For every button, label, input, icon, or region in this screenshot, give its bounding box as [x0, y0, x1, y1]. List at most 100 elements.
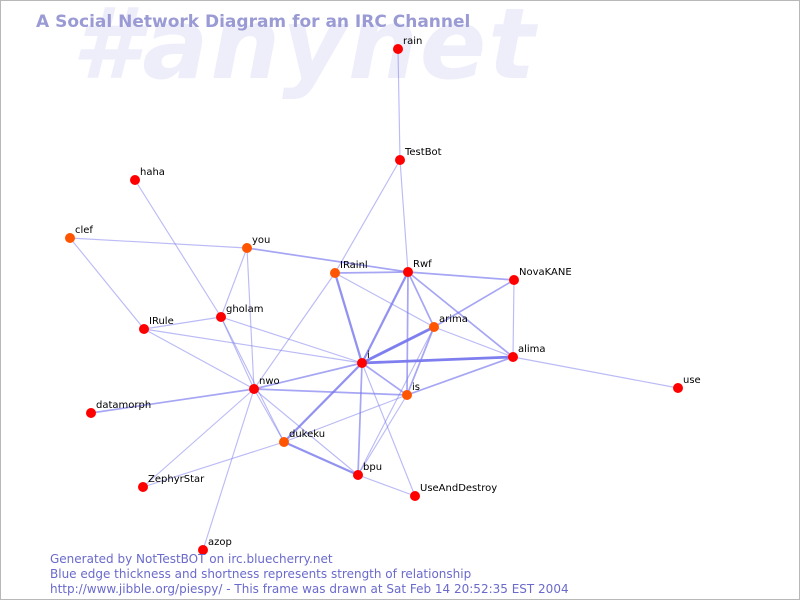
- edge-nwo-zephyrstar: [142, 388, 255, 488]
- edge-nwo-is: [253, 388, 408, 396]
- edge-irule-i: [143, 328, 363, 364]
- edge-clef-you: [69, 237, 248, 249]
- node-label: datamorph: [96, 400, 151, 411]
- node-label: azop: [208, 537, 232, 548]
- node-dot[interactable]: [395, 155, 405, 165]
- node-dot[interactable]: [65, 233, 75, 243]
- node-dot[interactable]: [216, 312, 226, 322]
- edge-irainl-rwf: [334, 271, 409, 274]
- node-label: arima: [439, 314, 468, 325]
- node-dot[interactable]: [353, 470, 363, 480]
- edge-nwo-datamorph: [90, 388, 255, 414]
- edge-nwo-dukeku: [253, 388, 285, 443]
- edge-alima-is: [406, 356, 514, 396]
- node-dot[interactable]: [242, 243, 252, 253]
- node-dot[interactable]: [86, 408, 96, 418]
- edge-gholam-i: [220, 316, 363, 364]
- footer-url-timestamp[interactable]: http://www.jibble.org/piespy/ - This fra…: [50, 582, 569, 596]
- node-datamorph[interactable]: datamorph: [86, 400, 151, 418]
- edge-alima-use: [512, 356, 679, 389]
- node-irainl[interactable]: IRainl: [330, 260, 368, 278]
- diagram-title: A Social Network Diagram for an IRC Chan…: [36, 12, 471, 32]
- node-use[interactable]: use: [673, 375, 701, 393]
- node-label: Rwf: [413, 259, 432, 270]
- edge-irainl-i: [333, 272, 364, 364]
- footer-legend-note: Blue edge thickness and shortness repres…: [50, 567, 472, 581]
- node-dot[interactable]: [508, 352, 518, 362]
- node-dot[interactable]: [130, 175, 140, 185]
- node-dot[interactable]: [279, 437, 289, 447]
- node-is[interactable]: is: [402, 382, 420, 400]
- node-dot[interactable]: [393, 44, 403, 54]
- node-dot[interactable]: [330, 268, 340, 278]
- node-rain[interactable]: rain: [393, 36, 422, 54]
- node-label: haha: [140, 167, 165, 178]
- node-irule[interactable]: IRule: [139, 316, 174, 334]
- node-label: IRule: [149, 316, 174, 327]
- edge-clef-irule: [69, 237, 145, 330]
- node-label: ZephyrStar: [148, 474, 205, 485]
- node-label: TestBot: [404, 147, 442, 158]
- edges-layer: [69, 48, 679, 551]
- edge-rwf-novakane: [407, 271, 515, 281]
- node-dot[interactable]: [357, 358, 367, 368]
- node-testbot[interactable]: TestBot: [395, 147, 442, 165]
- node-rwf[interactable]: Rwf: [403, 259, 432, 277]
- node-novakane[interactable]: NovaKANE: [509, 267, 572, 285]
- node-nwo[interactable]: nwo: [249, 376, 280, 394]
- edge-irule-gholam: [143, 316, 222, 330]
- edge-novakane-alima: [512, 279, 515, 358]
- node-dot[interactable]: [509, 275, 519, 285]
- edge-i-nwo: [253, 362, 363, 390]
- node-dot[interactable]: [410, 491, 420, 501]
- edge-i-useanddestroy: [361, 362, 416, 497]
- node-dot[interactable]: [673, 383, 683, 393]
- node-haha[interactable]: haha: [130, 167, 165, 185]
- node-zephyrstar[interactable]: ZephyrStar: [138, 474, 205, 492]
- node-dot[interactable]: [198, 545, 208, 555]
- node-you[interactable]: you: [242, 235, 270, 253]
- edge-is-bpu: [357, 394, 408, 476]
- edge-you-nwo: [246, 247, 255, 390]
- node-label: is: [412, 382, 420, 393]
- edge-irule-nwo: [143, 328, 255, 390]
- node-clef[interactable]: clef: [65, 225, 93, 243]
- node-gholam[interactable]: gholam: [216, 304, 263, 322]
- edge-arima-i: [361, 325, 435, 365]
- edge-dukeku-zephyrstar: [142, 441, 285, 488]
- edge-rwf-i: [360, 271, 410, 364]
- node-dot[interactable]: [138, 482, 148, 492]
- edge-irainl-arima: [334, 272, 435, 328]
- node-dot[interactable]: [139, 324, 149, 334]
- node-useanddestroy[interactable]: UseAndDestroy: [410, 483, 497, 501]
- node-bpu[interactable]: bpu: [353, 462, 382, 480]
- edge-i-bpu: [357, 362, 363, 476]
- edge-arima-bpu: [357, 326, 435, 476]
- edge-irainl-nwo: [253, 272, 336, 390]
- edge-haha-gholam: [134, 179, 222, 318]
- edge-is-dukeku: [283, 394, 408, 443]
- node-label: use: [683, 375, 701, 386]
- node-arima[interactable]: arima: [429, 314, 468, 332]
- edge-gholam-dukeku: [220, 316, 285, 443]
- node-dot[interactable]: [402, 390, 412, 400]
- node-dot[interactable]: [429, 322, 439, 332]
- node-dukeku[interactable]: dukeku: [279, 429, 325, 447]
- node-azop[interactable]: azop: [198, 537, 232, 555]
- edge-i-alima: [361, 355, 514, 365]
- node-label: dukeku: [289, 429, 325, 440]
- node-label: rain: [403, 36, 422, 47]
- edge-i-dukeku: [283, 362, 363, 443]
- node-label: NovaKANE: [519, 267, 572, 278]
- edge-rwf-arima: [407, 271, 435, 328]
- node-dot[interactable]: [249, 384, 259, 394]
- channel-watermark: #anynet: [72, 0, 538, 102]
- edge-bpu-useanddestroy: [357, 474, 416, 497]
- node-i[interactable]: i: [357, 350, 370, 368]
- node-dot[interactable]: [403, 267, 413, 277]
- edge-you-rwf: [246, 247, 409, 273]
- node-label: UseAndDestroy: [420, 483, 497, 494]
- node-alima[interactable]: alima: [508, 344, 546, 362]
